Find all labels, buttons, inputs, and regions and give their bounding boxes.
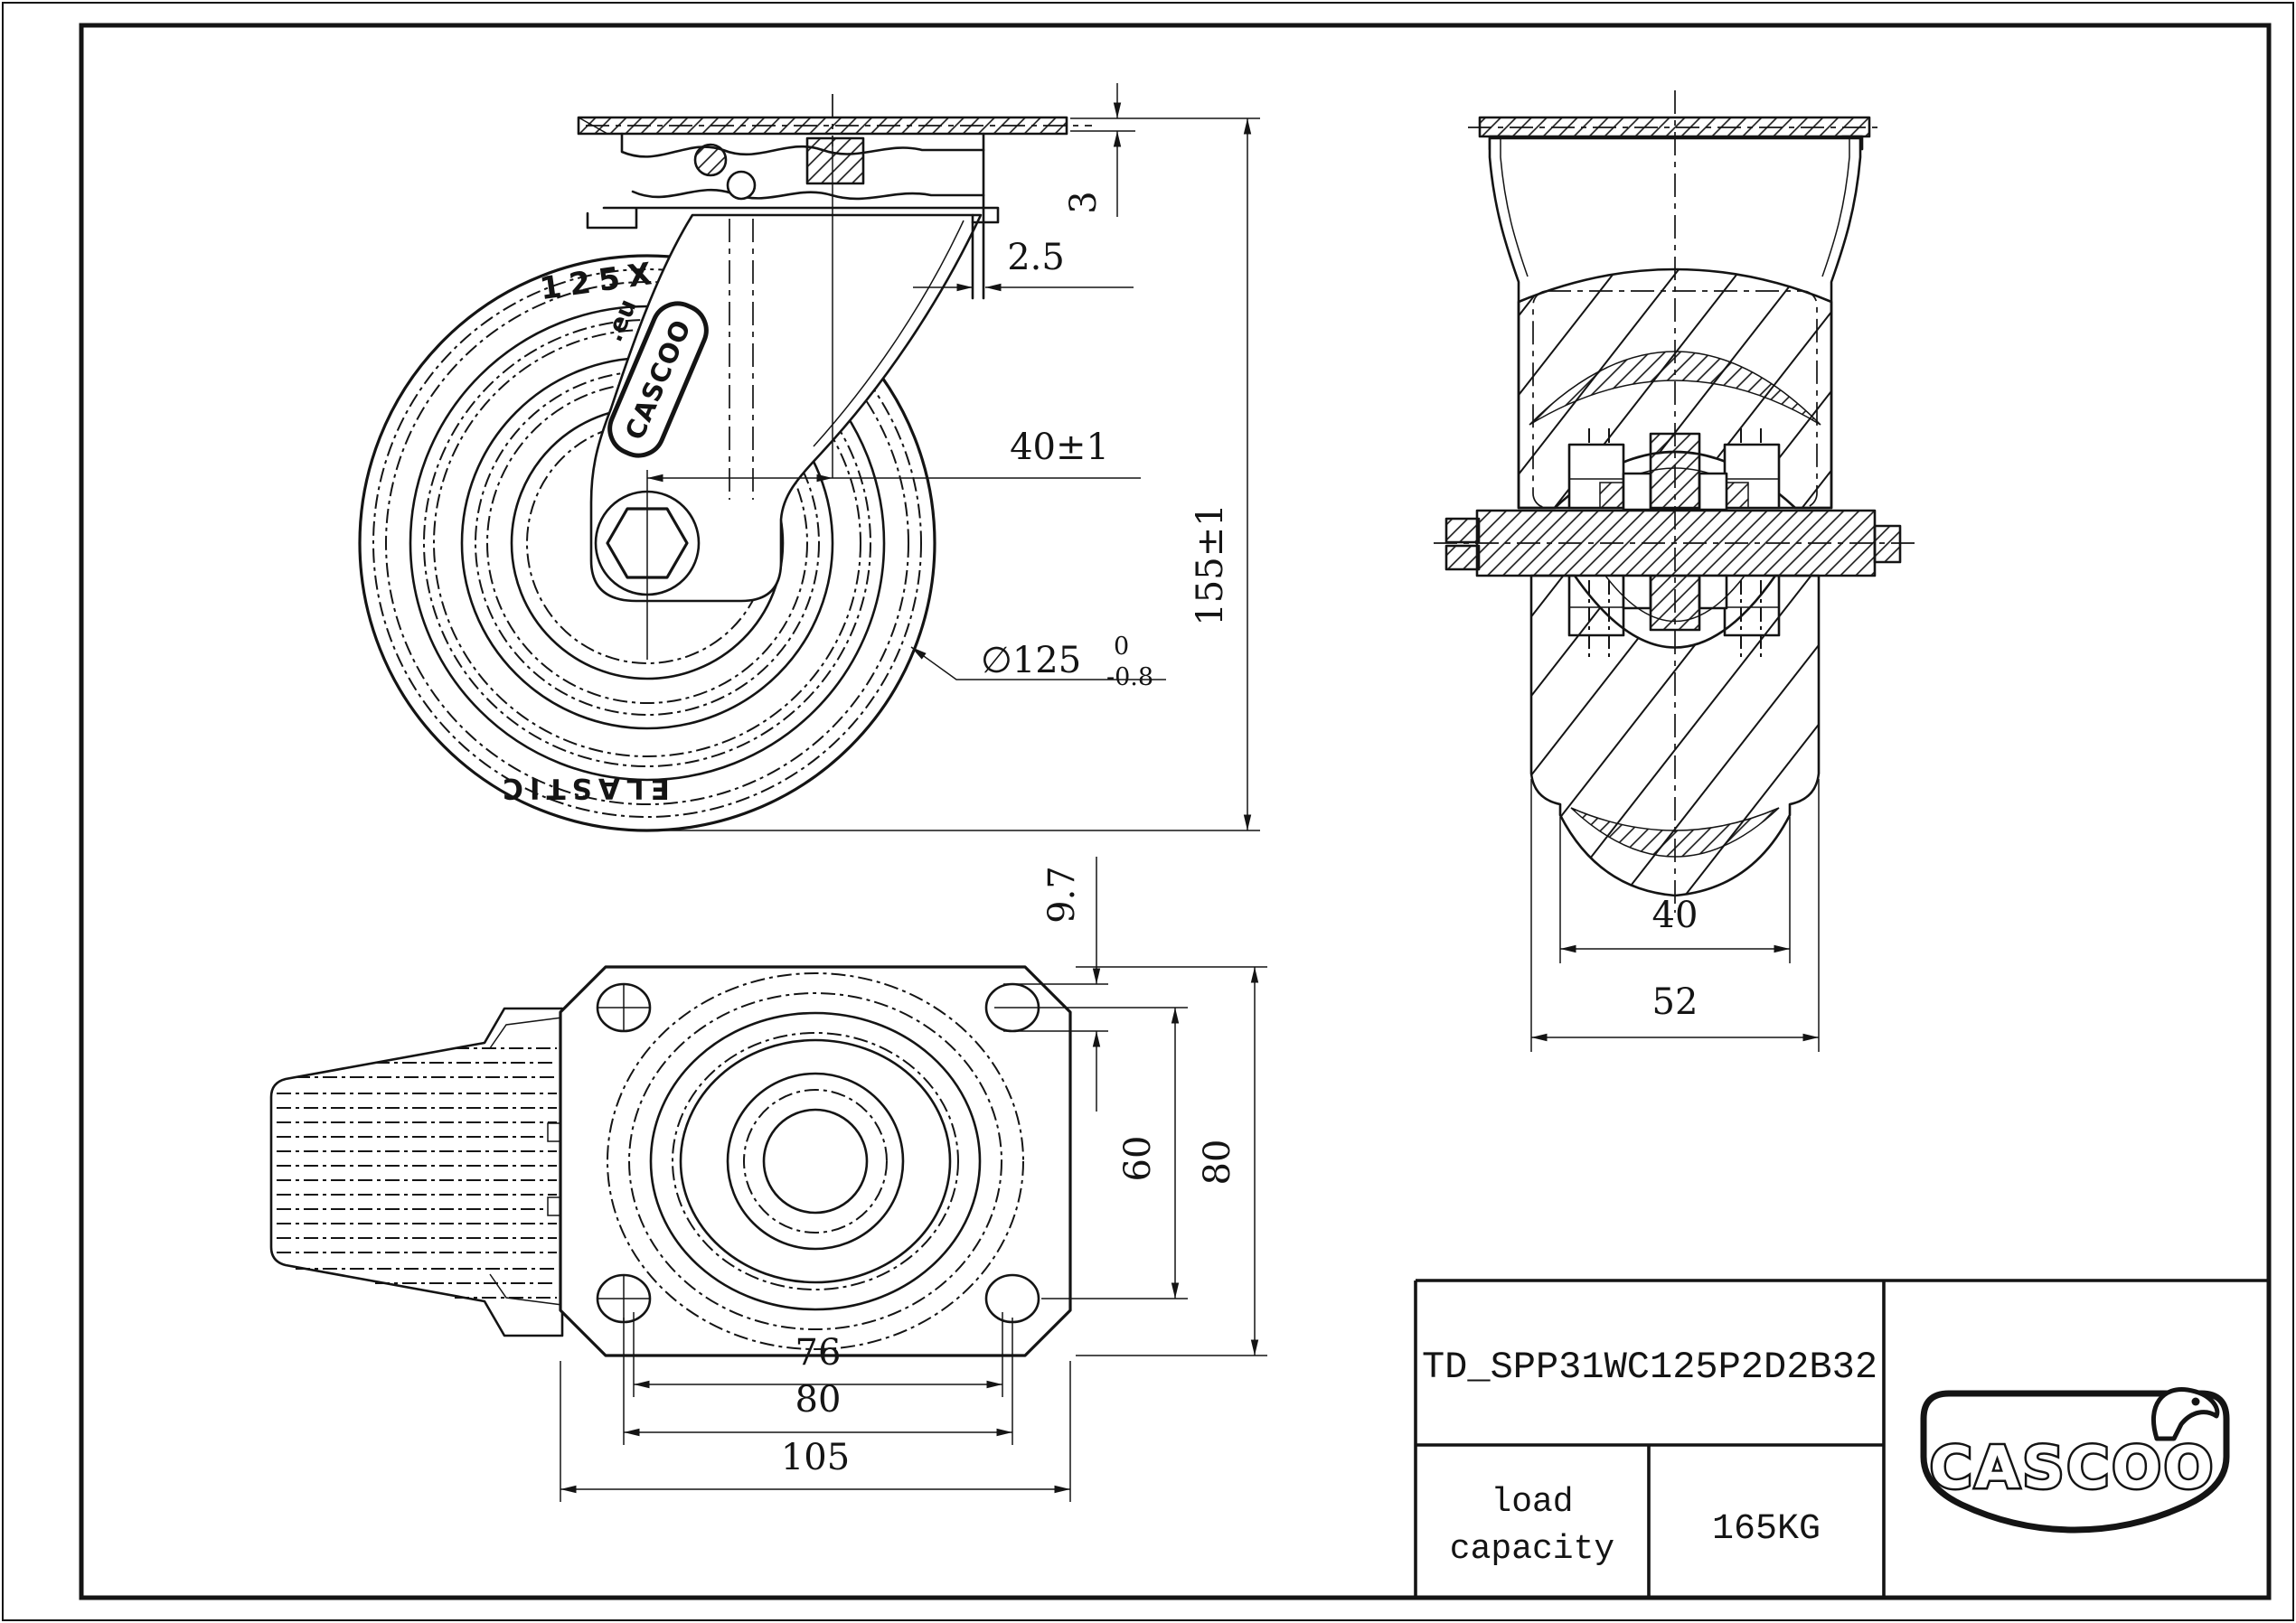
dim-plate-height: 80 bbox=[1197, 1140, 1238, 1186]
side-view-dimensions: 3 2.5 40±1 155±1 ∅125 0 -0.8 bbox=[647, 83, 1260, 831]
swivel-bearing bbox=[586, 132, 1000, 300]
load-capacity-value: 165KG bbox=[1712, 1509, 1821, 1550]
wheel-top-view bbox=[269, 1007, 564, 1337]
front-view-dimensions: 40 52 bbox=[1530, 779, 1820, 1052]
swivel-race-circles bbox=[607, 972, 1024, 1350]
dim-overall-width: 52 bbox=[1652, 981, 1698, 1023]
inner-border bbox=[79, 23, 2272, 1600]
dim-bolt-spacing-vertical: 60 bbox=[1117, 1136, 1159, 1182]
brand-logo-text: CASCOO bbox=[1930, 1435, 2216, 1502]
load-capacity-label-line2: capacity bbox=[1450, 1530, 1614, 1569]
dim-hole-height: 9.7 bbox=[1041, 866, 1083, 924]
side-view: 125X ELASTIC CASCOO .eu bbox=[358, 83, 1260, 832]
brand-logo: CASCOO bbox=[1920, 1387, 2230, 1534]
mounting-plate-top bbox=[559, 965, 1072, 1357]
dim-overall-height: 155±1 bbox=[1190, 503, 1231, 625]
dim-bolt-spacing-horizontal: 80 bbox=[795, 1379, 842, 1421]
plate-top-view: 9.7 60 80 76 80 bbox=[269, 857, 1267, 1502]
front-view: 40 52 bbox=[1434, 90, 1918, 1052]
plate-view-dimensions: 9.7 60 80 76 80 bbox=[560, 857, 1267, 1502]
dim-wheel-diameter-tol-upper: 0 bbox=[1114, 633, 1129, 661]
bird-head-icon bbox=[2150, 1387, 2220, 1441]
dim-plate-width: 105 bbox=[781, 1437, 850, 1478]
wheel-material-marking: ELASTIC bbox=[496, 772, 670, 804]
bearing-ball-lower bbox=[726, 170, 757, 201]
title-block: TD_SPP31WC125P2D2B32 load capacity 165KG… bbox=[1414, 1279, 2269, 1598]
kingpin-section bbox=[805, 136, 865, 185]
dim-wheel-diameter: ∅125 bbox=[981, 640, 1081, 681]
mounting-plate-section bbox=[577, 116, 1092, 136]
dim-pad-offset: 2.5 bbox=[1007, 237, 1065, 278]
load-capacity-label-line1: load bbox=[1491, 1483, 1573, 1522]
bearing-ball-upper bbox=[693, 143, 728, 177]
part-number: TD_SPP31WC125P2D2B32 bbox=[1422, 1346, 1877, 1389]
dim-hub-width: 40 bbox=[1652, 895, 1698, 936]
bird-eye-icon bbox=[2191, 1397, 2200, 1406]
dim-wheel-diameter-tol-lower: -0.8 bbox=[1106, 663, 1153, 691]
dim-swivel-offset: 40±1 bbox=[1010, 427, 1109, 468]
dim-bolt-spacing-inner: 76 bbox=[795, 1332, 842, 1374]
dim-plate-thickness: 3 bbox=[1063, 191, 1105, 213]
